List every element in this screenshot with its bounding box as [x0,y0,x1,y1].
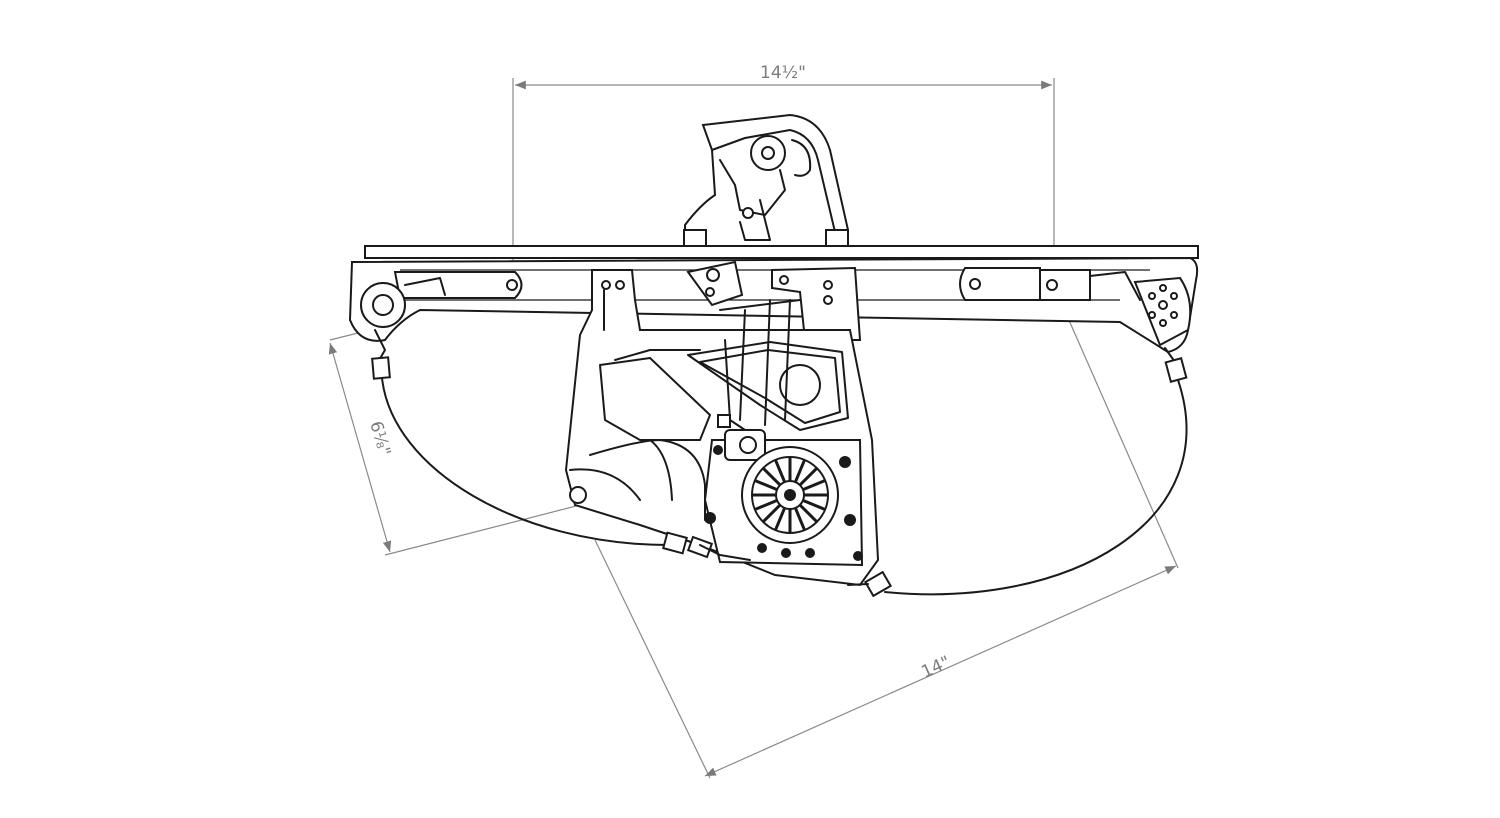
gear-spoke [762,467,782,487]
top-mounting-bracket [683,113,849,249]
motor-gear [752,457,828,533]
dimension-left: 6⅛" [328,324,581,556]
gear-spoke [774,459,787,483]
gear-spoke [762,503,782,523]
gear-spoke [802,479,826,492]
right-pulley [1133,276,1192,383]
gear-spoke [802,498,826,511]
gear-spoke [754,498,778,511]
gear-spoke [793,459,806,483]
cable-right [884,379,1188,596]
gear-spoke [798,467,818,487]
dimension-bottom-label: 14" [918,652,953,682]
cable-left [381,377,669,546]
gear-spoke [798,503,818,523]
gear-spoke [754,479,778,492]
left-pulley [360,282,406,380]
glass-carrier [686,260,862,341]
dimension-left-label: 6⅛" [365,419,394,458]
gear-spoke [774,507,787,531]
cable-fittings [662,531,893,598]
dimension-top-label: 14½" [760,63,806,83]
guide-rail [348,245,1199,354]
motor-assembly [703,429,864,567]
gear-spoke [793,507,806,531]
